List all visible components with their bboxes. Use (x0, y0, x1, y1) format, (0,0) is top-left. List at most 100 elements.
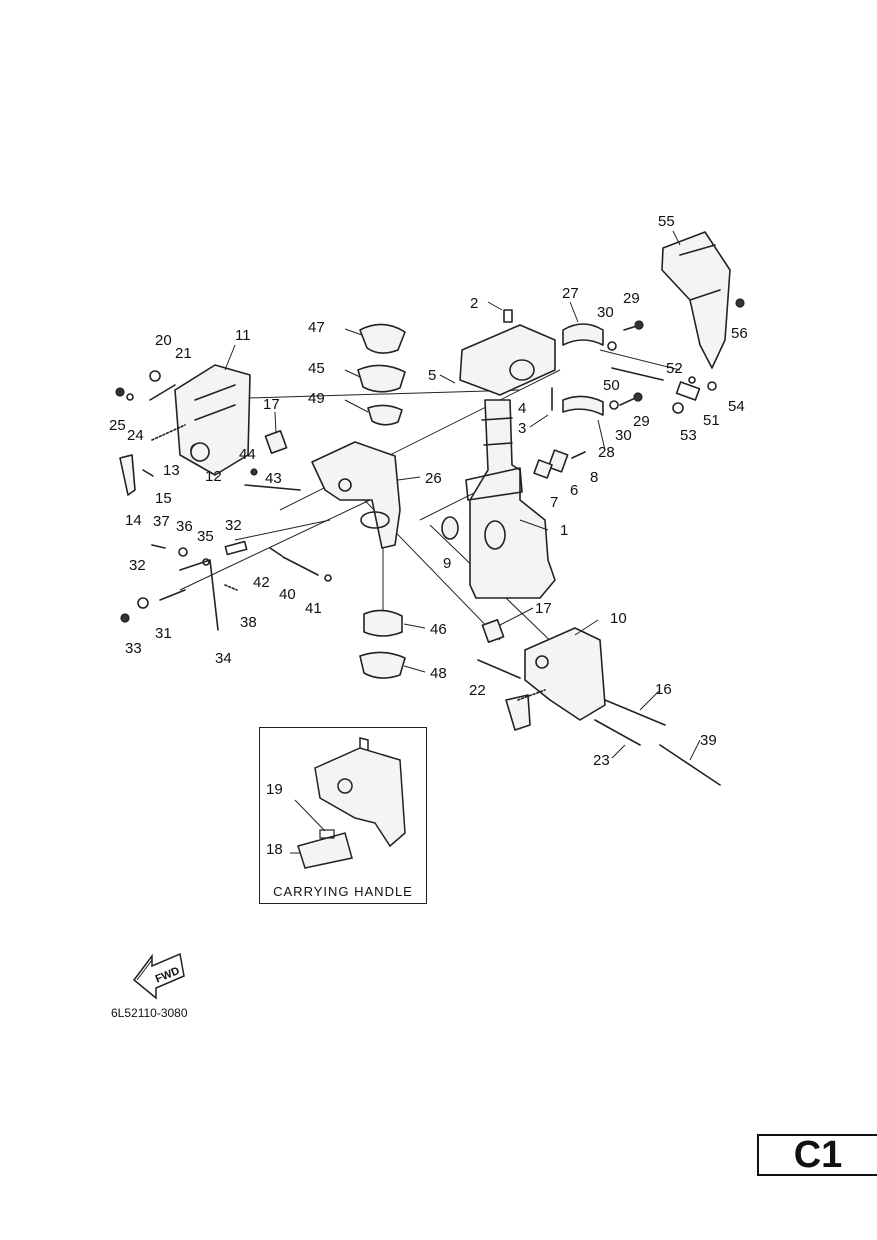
label-45: 45 (308, 360, 325, 377)
bushing-45 (357, 364, 406, 393)
label-43: 43 (265, 470, 282, 487)
label-16: 16 (655, 681, 672, 698)
label-21: 21 (175, 345, 192, 362)
nut-56 (735, 298, 745, 308)
thrust-12 (190, 442, 210, 462)
label-53: 53 (680, 427, 697, 444)
bushing-47 (359, 323, 406, 354)
label-1: 1 (560, 522, 568, 539)
label-3: 3 (518, 420, 526, 437)
label-13: 13 (163, 462, 180, 479)
label-49: 49 (308, 390, 325, 407)
grommet-9 (441, 516, 459, 540)
nut-44 (250, 468, 258, 476)
mount-clamps (562, 323, 604, 416)
label-31: 31 (155, 625, 172, 642)
label-25: 25 (109, 417, 126, 434)
rod-22 (477, 659, 521, 679)
plate-7 (533, 459, 553, 479)
bolt-23 (594, 719, 641, 746)
label-32b: 32 (129, 557, 146, 574)
engine-base (459, 309, 556, 411)
assembly-lines (179, 349, 681, 651)
label-42: 42 (253, 574, 270, 591)
label-leaders (224, 230, 701, 761)
label-30b: 30 (615, 427, 632, 444)
label-28: 28 (598, 444, 615, 461)
label-51: 51 (703, 412, 720, 429)
label-36: 36 (176, 518, 193, 535)
label-14: 14 (125, 512, 142, 529)
callout-labels: 1 2 3 4 5 6 7 8 9 10 11 12 13 14 15 16 1… (109, 213, 748, 769)
label-12: 12 (205, 468, 222, 485)
label-6: 6 (570, 482, 578, 499)
plate-6 (547, 449, 569, 473)
upper-casing (465, 399, 556, 599)
label-44: 44 (239, 446, 256, 463)
nut-25 (115, 387, 125, 397)
label-23: 23 (593, 752, 610, 769)
label-8: 8 (590, 469, 598, 486)
label-39: 39 (700, 732, 717, 749)
pin-15 (142, 469, 154, 477)
label-40: 40 (279, 586, 296, 603)
label-9: 9 (443, 555, 451, 572)
label-24: 24 (127, 427, 144, 444)
cap-53 (672, 402, 684, 414)
bush-17a (264, 430, 288, 454)
label-17b: 17 (535, 600, 552, 617)
steering-cover (661, 231, 731, 369)
label-29a: 29 (623, 290, 640, 307)
label-37: 37 (153, 513, 170, 530)
label-26: 26 (425, 470, 442, 487)
label-30a: 30 (597, 304, 614, 321)
label-4: 4 (518, 400, 526, 417)
label-38: 38 (240, 614, 257, 631)
bolts-washers (607, 320, 664, 410)
bushing-46 (363, 609, 403, 637)
label-2: 2 (470, 295, 478, 312)
label-29b: 29 (633, 413, 650, 430)
washer-52 (688, 376, 696, 384)
label-27: 27 (562, 285, 579, 302)
label-17a: 17 (263, 396, 280, 413)
label-56: 56 (731, 325, 748, 342)
label-46: 46 (430, 621, 447, 638)
clamp-bracket-right (505, 627, 606, 731)
label-50: 50 (603, 377, 620, 394)
label-20: 20 (155, 332, 172, 349)
label-18: 18 (266, 841, 283, 858)
bushing-49 (367, 404, 403, 426)
label-11: 11 (235, 327, 251, 344)
label-52: 52 (666, 360, 683, 377)
lever-21 (149, 384, 176, 401)
page-badge: C1 (757, 1134, 877, 1176)
label-10: 10 (610, 610, 627, 627)
washer-24 (126, 393, 134, 401)
bolt-8 (571, 451, 586, 459)
carrying-handle-drawing: 19 18 (266, 737, 406, 869)
label-7: 7 (550, 494, 558, 511)
label-35: 35 (197, 528, 214, 545)
label-22: 22 (469, 682, 486, 699)
document-code: 6L52110-3080 (111, 1006, 188, 1020)
spring-13 (151, 424, 186, 441)
label-48: 48 (430, 665, 447, 682)
inset-title: CARRYING HANDLE (273, 884, 413, 899)
nut-20 (149, 370, 161, 382)
label-19: 19 (266, 781, 283, 798)
bolt-43 (244, 484, 301, 491)
label-33: 33 (125, 640, 142, 657)
lever-14 (119, 454, 136, 496)
nut-54 (707, 381, 717, 391)
label-15: 15 (155, 490, 172, 507)
bush-17b (481, 619, 505, 643)
label-32a: 32 (225, 517, 242, 534)
bushing-48 (359, 651, 406, 679)
tilt-lever-assembly (120, 540, 332, 631)
fwd-arrow-icon: FWD (132, 952, 185, 1000)
bolt-16 (604, 699, 666, 726)
label-47: 47 (308, 319, 325, 336)
label-54: 54 (728, 398, 745, 415)
